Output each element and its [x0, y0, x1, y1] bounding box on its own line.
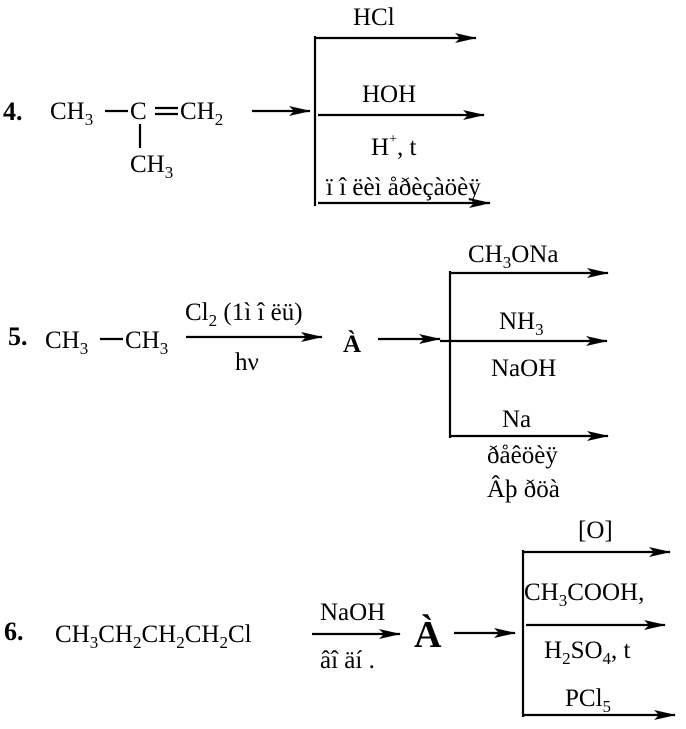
r4-central-carbon: C [130, 98, 147, 125]
reaction-6-number: 6. [4, 617, 24, 646]
r6-reagent-pcl5: PCl5 [565, 685, 612, 716]
r6-reagent-naoh: NaOH [320, 599, 386, 626]
r4-ch3: CH3 [50, 98, 94, 129]
r6-reagent-oxidation: [O] [578, 517, 613, 544]
reaction-5-number: 5. [8, 322, 28, 351]
r4-reagent-hoh: HOH [362, 81, 417, 108]
r5-reagent-na: Na [502, 406, 532, 433]
r5-reagent-ch3ona: CH3ONa [468, 241, 559, 272]
r4-reagent-polymerization: ï î ëèì åðèçàöèÿ [326, 174, 481, 201]
r5-reaction-name-1: ðåêöèÿ [487, 442, 558, 469]
r5-ch3-right: CH3 [125, 327, 169, 358]
r5-reagent-nh3: NH3 [499, 308, 544, 339]
r4-reagent-hcl: HCl [353, 4, 395, 31]
r6-condition-h2so4: H2SO4, t [544, 637, 631, 668]
r4-condition-h-t: H+, t [371, 132, 417, 161]
r5-reagent-cl2: Cl2 (1ì î ëü) [185, 299, 303, 330]
r4-ch2: CH2 [180, 98, 224, 129]
r4-branch-ch3: CH3 [130, 151, 174, 182]
r5-ch3-left: CH3 [45, 327, 89, 358]
r5-reagent-naoh: NaOH [491, 355, 557, 382]
r6-reagent-acetic-acid: CH3COOH, [524, 579, 645, 610]
r6-product-a: À [414, 614, 442, 656]
reaction-4-number: 4. [3, 97, 23, 126]
r6-condition-aqueous: âî äí . [320, 647, 375, 674]
r6-chlorobutane: CH3CH2CH2CH2Cl [55, 621, 252, 652]
r5-product-a: À [343, 331, 362, 358]
r5-condition-hv: hν [235, 349, 259, 376]
r5-reaction-name-2: Âþ ðöà [487, 476, 560, 503]
